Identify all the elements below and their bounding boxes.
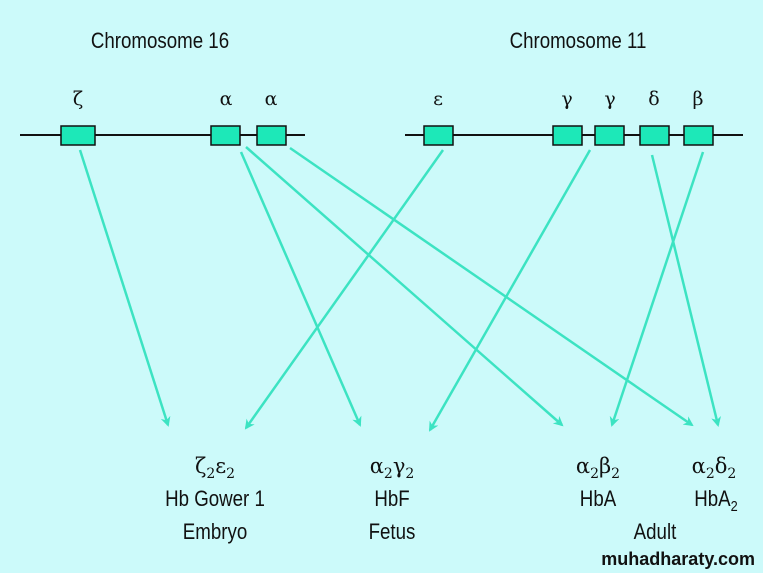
gene-label-alpha1: α: [219, 88, 233, 110]
arrow-epsilon-to-gower1: [244, 149, 445, 430]
arrow-beta-to-hba: [609, 151, 705, 427]
gene-box-delta: [639, 125, 670, 146]
gene-box-alpha1: [210, 125, 241, 146]
gene-label-beta: β: [692, 88, 704, 110]
gene-label-gamma1: γ: [561, 88, 573, 110]
formula-gower1: ζ2ε2: [194, 454, 236, 482]
chromosome-11-label: Chromosome 11: [509, 28, 647, 53]
name-gower1: Hb Gower 1: [165, 486, 265, 511]
name-hba2: HbA2: [694, 486, 738, 515]
arrow-gamma-to-hbf: [428, 149, 592, 432]
gene-label-epsilon: ε: [433, 88, 443, 110]
formula-hbf: α2γ2: [369, 454, 415, 482]
gene-box-epsilon: [423, 125, 454, 146]
arrow-alpha-to-hba: [245, 146, 564, 427]
stage-embryo: Embryo: [182, 519, 248, 544]
gene-label-gamma2: γ: [604, 88, 616, 110]
arrow-alpha-to-hba2: [289, 146, 694, 427]
arrow-delta-to-hba2: [650, 154, 721, 427]
gene-box-zeta: [60, 125, 96, 146]
formula-hba: α2β2: [575, 454, 621, 482]
arrow-zeta-to-gower1: [78, 149, 171, 427]
stage-fetus: Fetus: [368, 519, 416, 544]
gene-label-delta: δ: [648, 88, 660, 110]
gene-box-alpha2: [256, 125, 287, 146]
stage-adult: Adult: [633, 519, 677, 544]
gene-label-alpha2: α: [264, 88, 278, 110]
formula-hba2: α2δ2: [691, 454, 737, 482]
chromosome-16-label: Chromosome 16: [90, 28, 230, 53]
gene-box-beta: [683, 125, 714, 146]
watermark: muhadharaty.com: [601, 549, 755, 569]
gene-box-gamma2: [594, 125, 625, 146]
arrow-alpha-to-hbf: [239, 151, 362, 427]
gene-box-gamma1: [552, 125, 583, 146]
name-hba: HbA: [579, 486, 617, 511]
name-hbf: HbF: [374, 486, 410, 511]
gene-label-zeta: ζ: [72, 88, 84, 110]
